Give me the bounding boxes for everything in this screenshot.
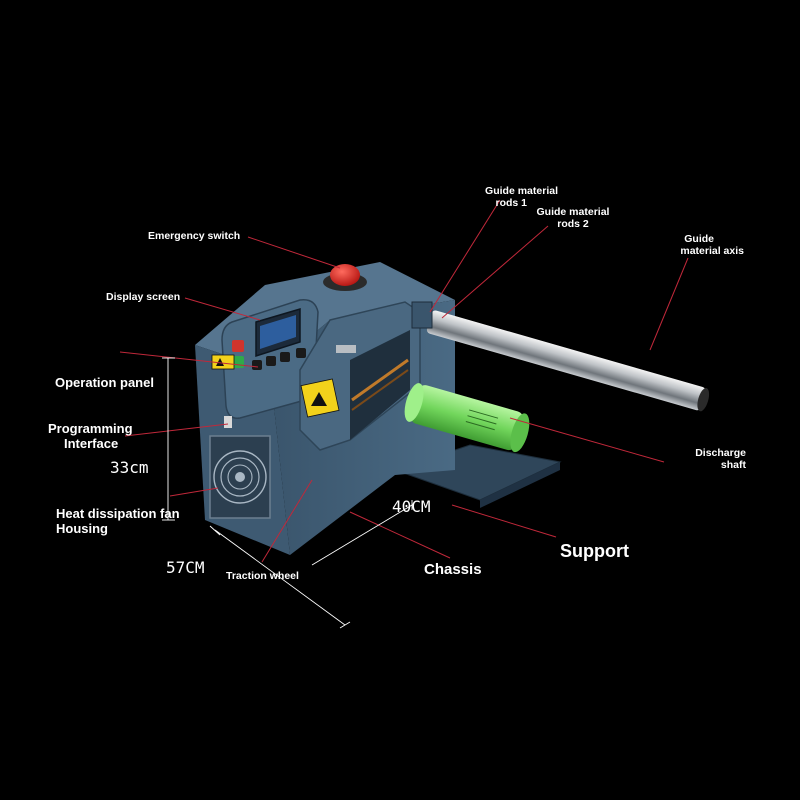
- panel-button-red: [232, 340, 244, 352]
- label-chassis: Chassis: [424, 561, 482, 578]
- label-emergency-switch: Emergency switch: [148, 230, 241, 242]
- warning-sticker-triangle: [216, 358, 224, 366]
- dimension-depth: 57CM: [166, 558, 205, 577]
- dimension-lines: [162, 357, 413, 629]
- label-guide-rods-2-b: rods 2: [557, 218, 589, 230]
- leader-lines: [119, 199, 689, 563]
- label-operation-panel: Operation panel: [55, 375, 154, 390]
- display-screen-glow: [260, 315, 296, 349]
- traction-channel: [350, 330, 410, 440]
- label-guide-axis-1: Guide: [684, 233, 714, 245]
- label-heat-dissipation-2: Housing: [56, 521, 108, 536]
- label-programming-interface-1: Programming: [48, 421, 133, 436]
- label-display-screen: Display screen: [106, 291, 181, 303]
- panel-button-1: [252, 360, 262, 370]
- film-strip: [351, 358, 409, 402]
- label-guide-rods-2-a: Guide material: [536, 206, 610, 218]
- fan-grill-ring-3: [227, 464, 253, 490]
- discharge-shaft: [404, 383, 530, 453]
- panel-button-4: [296, 348, 306, 358]
- latch: [336, 345, 356, 353]
- panel-button-3: [280, 352, 290, 362]
- label-traction-wheel: Traction wheel: [226, 570, 299, 582]
- label-support: Support: [560, 541, 629, 561]
- dimension-width: 40CM: [392, 497, 431, 516]
- fan-hub: [235, 472, 245, 482]
- label-guide-rods-1-a: Guide material: [485, 185, 558, 197]
- fan-grill: [213, 450, 267, 504]
- warning-sticker-side-triangle: [311, 392, 327, 406]
- support-plate-edge: [480, 462, 560, 508]
- fan-grill-ring-2: [220, 457, 260, 497]
- film-strip-2: [351, 369, 409, 411]
- label-heat-dissipation-1: Heat dissipation fan: [56, 506, 180, 521]
- panel-button-2: [266, 356, 276, 366]
- label-guide-rods-1-b: rods 1: [495, 197, 527, 209]
- emergency-switch: [330, 264, 360, 286]
- label-guide-axis-2: material axis: [680, 245, 744, 257]
- rod-mount: [411, 301, 433, 329]
- label-discharge-shaft-1: Discharge: [695, 447, 746, 459]
- dimension-height: 33cm: [110, 458, 149, 477]
- label-programming-interface-2: Interface: [64, 436, 119, 451]
- guide-material-axis: [426, 310, 710, 412]
- programming-port: [224, 416, 232, 428]
- label-discharge-shaft-2: shaft: [720, 459, 746, 471]
